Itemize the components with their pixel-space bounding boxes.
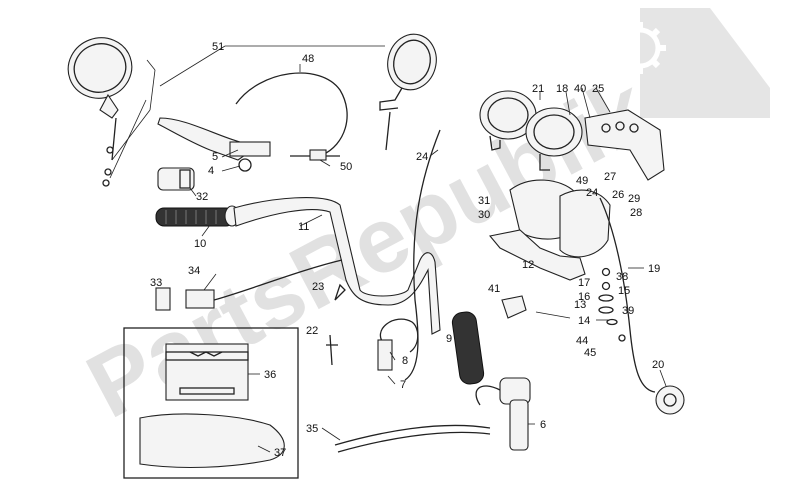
callout-12: 12 bbox=[522, 259, 534, 271]
callout-29: 29 bbox=[628, 193, 640, 205]
callout-39: 39 bbox=[622, 305, 634, 317]
callout-45: 45 bbox=[584, 347, 596, 359]
callout-31: 31 bbox=[478, 195, 490, 207]
speedometer-cable bbox=[404, 129, 441, 381]
callout-27: 27 bbox=[604, 171, 616, 183]
horn-20 bbox=[655, 385, 685, 415]
callout-13: 13 bbox=[574, 299, 586, 311]
clutch-lever bbox=[157, 117, 271, 172]
cable-fitting-22 bbox=[326, 334, 338, 366]
throttle-cables-pair bbox=[334, 424, 491, 453]
eagle-logo-icon bbox=[189, 351, 223, 357]
callout-18: 18 bbox=[556, 83, 568, 95]
callout-11: 11 bbox=[298, 221, 309, 233]
leader-lines bbox=[109, 45, 667, 453]
callout-37: 37 bbox=[274, 447, 286, 459]
cable-fitting-23 bbox=[334, 283, 346, 301]
throttle-cable bbox=[379, 318, 419, 353]
right-mirror bbox=[379, 33, 437, 151]
cable-48 bbox=[235, 72, 348, 156]
cover-bag bbox=[139, 413, 285, 469]
callout-33: 33 bbox=[150, 277, 162, 289]
callout-50: 50 bbox=[340, 161, 352, 173]
callout-24-lower: 24 bbox=[586, 187, 598, 199]
wiring-connectors bbox=[155, 259, 343, 311]
callout-9: 9 bbox=[446, 333, 452, 345]
callout-10: 10 bbox=[194, 238, 206, 250]
callout-23: 23 bbox=[312, 281, 324, 293]
left-mirror bbox=[67, 37, 133, 187]
callout-30: 30 bbox=[478, 209, 490, 221]
callout-15: 15 bbox=[618, 285, 630, 297]
callout-22: 22 bbox=[306, 325, 318, 337]
callout-labels: 51 48 5 4 50 32 10 11 33 34 23 22 24 24 … bbox=[150, 41, 664, 459]
callout-20: 20 bbox=[652, 359, 664, 371]
callout-44: 44 bbox=[576, 335, 588, 347]
callout-8: 8 bbox=[402, 355, 408, 367]
right-grip bbox=[451, 311, 485, 385]
callout-48: 48 bbox=[302, 53, 314, 65]
small-hardware-stack bbox=[598, 267, 626, 342]
right-switch-throttle bbox=[475, 377, 531, 451]
left-switch bbox=[157, 167, 195, 191]
gear-icon bbox=[614, 8, 770, 118]
instrument-bracket bbox=[488, 179, 656, 393]
callout-21: 21 bbox=[532, 83, 544, 95]
callout-7: 7 bbox=[400, 379, 406, 391]
handlebar bbox=[233, 197, 441, 335]
callout-28: 28 bbox=[630, 207, 642, 219]
callout-40: 40 bbox=[574, 83, 586, 95]
callout-26: 26 bbox=[612, 189, 624, 201]
callout-49: 49 bbox=[576, 175, 588, 187]
callout-6: 6 bbox=[540, 419, 546, 431]
warning-light-panel bbox=[584, 109, 665, 181]
left-grip bbox=[155, 205, 240, 227]
manual-box bbox=[123, 327, 299, 479]
callout-51: 51 bbox=[212, 41, 224, 53]
callout-14: 14 bbox=[578, 315, 590, 327]
callout-34: 34 bbox=[188, 265, 200, 277]
callout-36: 36 bbox=[264, 369, 276, 381]
bracket-41 bbox=[501, 295, 527, 319]
callout-5: 5 bbox=[212, 151, 218, 163]
callout-41: 41 bbox=[488, 283, 500, 295]
callout-35: 35 bbox=[306, 423, 318, 435]
callout-25: 25 bbox=[592, 83, 604, 95]
cable-end-8 bbox=[377, 339, 393, 371]
callout-19: 19 bbox=[648, 263, 660, 275]
cable-adjuster bbox=[309, 149, 327, 161]
speedometer bbox=[525, 107, 583, 171]
callout-16: 16 bbox=[578, 291, 590, 303]
callout-17: 17 bbox=[578, 277, 590, 289]
callout-24-upper: 24 bbox=[416, 151, 428, 163]
callout-4: 4 bbox=[208, 165, 214, 177]
callout-38: 38 bbox=[616, 271, 628, 283]
callout-32: 32 bbox=[196, 191, 208, 203]
